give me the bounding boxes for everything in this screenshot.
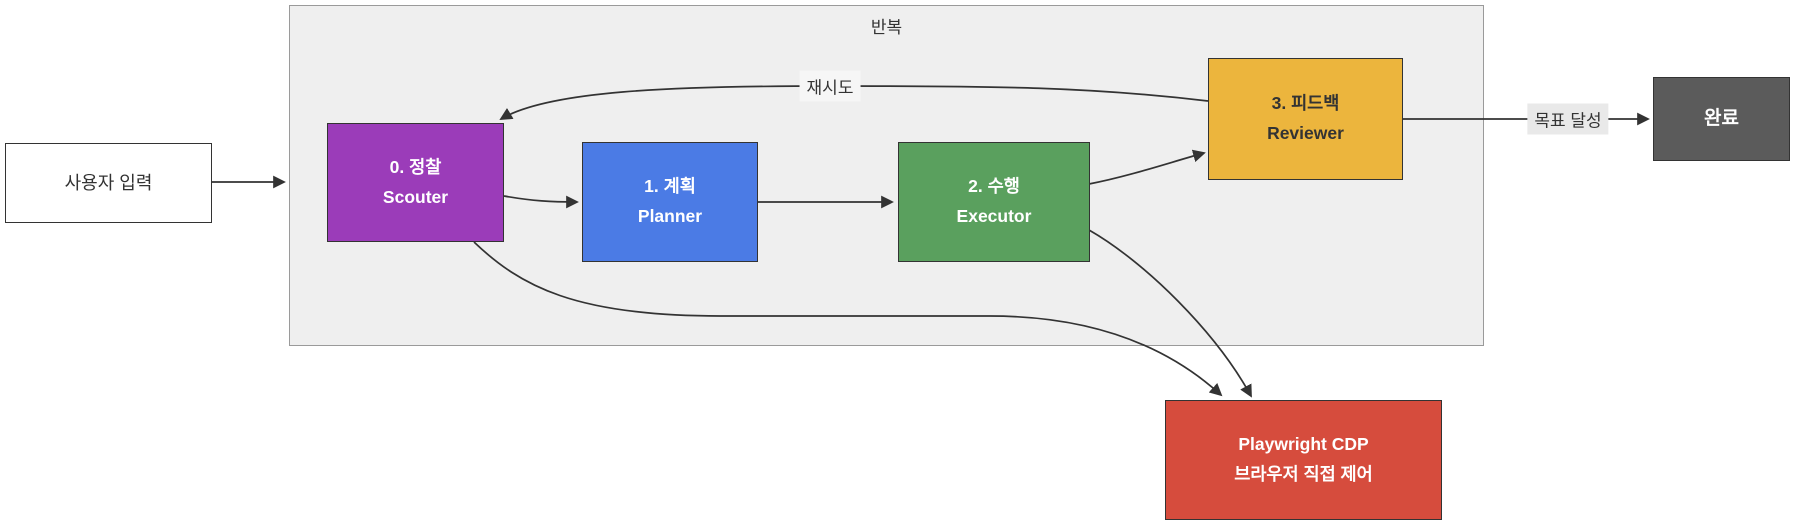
edge-executor-to-playwright	[1088, 229, 1252, 398]
node-planner: 1. 계획 Planner	[582, 142, 758, 262]
node-done-label: 완료	[1704, 107, 1739, 129]
node-executor-label-ko: 2. 수행	[968, 176, 1020, 197]
edge-scouter-to-planner	[503, 195, 579, 209]
node-executor: 2. 수행 Executor	[898, 142, 1090, 262]
edge-scouter-to-playwright	[473, 241, 1223, 397]
node-scouter-label-en: Scouter	[382, 186, 449, 207]
node-scouter: 0. 정찰 Scouter	[327, 123, 504, 242]
node-planner-label-ko: 1. 계획	[644, 176, 696, 197]
node-playwright: Playwright CDP 브라우저 직접 제어	[1165, 400, 1442, 520]
edge-label-retry: 재시도	[799, 70, 861, 102]
node-user-input: 사용자 입력	[5, 143, 212, 223]
edge-executor-to-reviewer	[1088, 149, 1206, 185]
node-reviewer-label-en: Reviewer	[1267, 123, 1344, 143]
node-user-input-label: 사용자 입력	[64, 172, 153, 193]
node-reviewer: 3. 피드백 Reviewer	[1208, 58, 1403, 180]
node-scouter-label-ko: 0. 정찰	[389, 156, 442, 177]
node-playwright-label-en: Playwright CDP	[1238, 434, 1369, 455]
node-reviewer-label-ko: 3. 피드백	[1271, 93, 1340, 114]
node-playwright-label-ko: 브라우저 직접 제어	[1234, 464, 1373, 484]
node-planner-label-en: Planner	[637, 206, 703, 226]
edge-label-goal-achieved: 목표 달성	[1527, 103, 1609, 135]
loop-subgraph-label: 반복	[870, 18, 903, 37]
node-executor-label-en: Executor	[956, 206, 1032, 226]
node-done: 완료	[1653, 77, 1790, 161]
